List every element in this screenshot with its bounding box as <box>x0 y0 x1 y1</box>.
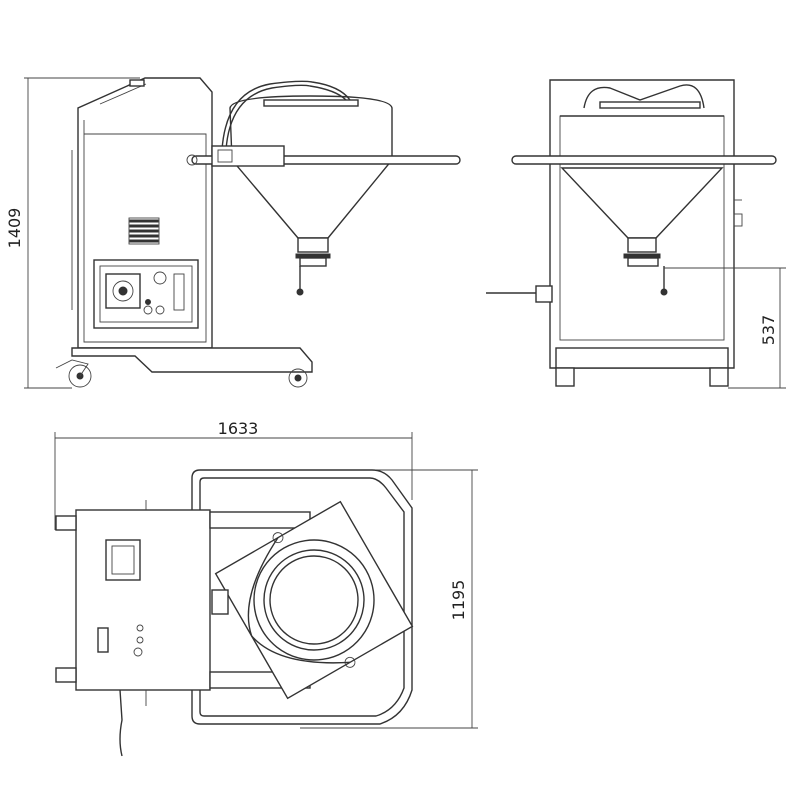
outlet-height-label: 537 <box>759 315 778 346</box>
side-view: 1409 <box>5 77 461 389</box>
dimension-overall-height: 1409 <box>5 77 140 389</box>
overall-height-label: 1409 <box>5 208 24 249</box>
overall-width-label: 1195 <box>449 580 468 621</box>
hopper-plan <box>214 500 414 700</box>
dimension-overall-length: 1633 <box>54 419 413 530</box>
base-frame <box>55 347 313 388</box>
control-cabinet <box>71 77 213 349</box>
top-view: 1633 1195 <box>54 419 478 757</box>
hopper <box>186 80 461 296</box>
front-view: 537 <box>486 79 786 389</box>
control-panel <box>93 259 199 329</box>
dimension-outlet-height: 537 <box>664 267 786 389</box>
dimension-overall-width: 1195 <box>300 469 478 729</box>
vent-grille <box>128 217 160 245</box>
overall-length-label: 1633 <box>218 419 259 438</box>
